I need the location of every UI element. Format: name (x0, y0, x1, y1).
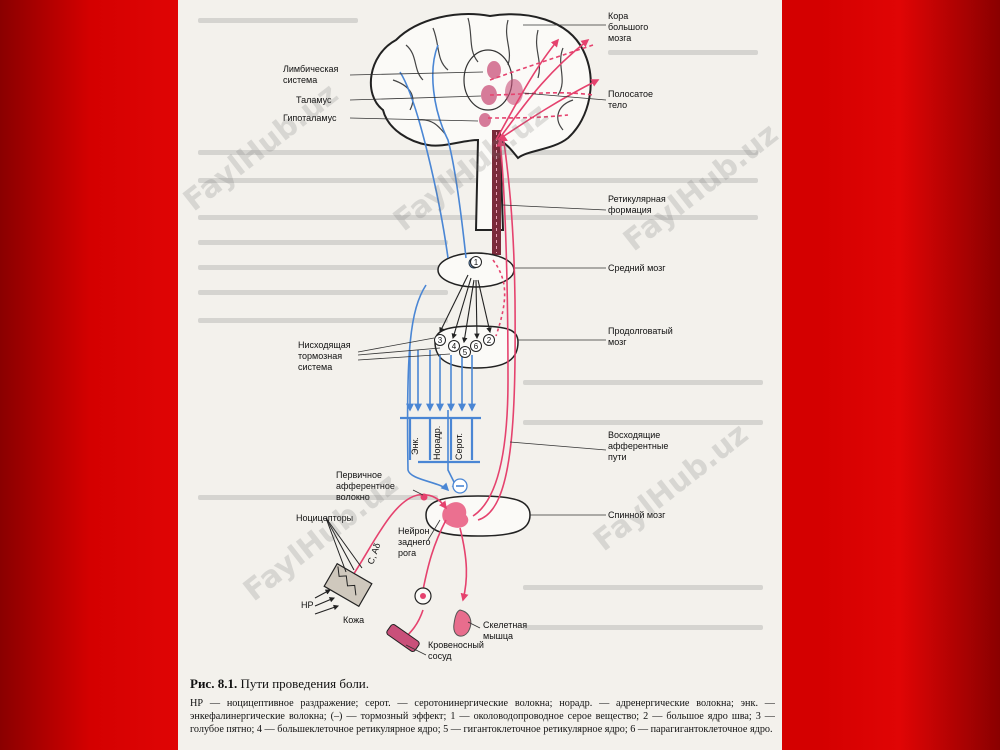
label-enkephalin-fibers: Энк. (410, 437, 420, 455)
label-fiber-types: C, Aδ (365, 542, 382, 566)
background-text-line (198, 265, 448, 270)
nucleus-number: 2 (487, 336, 492, 345)
blood-vessel-shape (386, 624, 420, 652)
nucleus-number: 3 (438, 336, 443, 345)
figure-title-text: Пути проведения боли. (240, 676, 370, 691)
background-text-line (198, 495, 438, 500)
figure-title: Рис. 8.1. Пути проведения боли. (190, 676, 775, 692)
striatum-structure (505, 79, 523, 105)
label-hp: НР (301, 600, 314, 610)
label-midbrain: Средний мозг (608, 263, 666, 273)
nucleus-number: 1 (474, 258, 479, 267)
hypothalamus-structure (479, 113, 491, 127)
figure-legend: НР — ноцицептивное раздражение; серот. —… (190, 698, 775, 735)
nucleus-number: 4 (452, 342, 457, 351)
skeletal-muscle-shape (453, 609, 472, 637)
background-text-line (523, 380, 763, 385)
thalamus-structure (481, 85, 497, 105)
background-text-line (523, 585, 763, 590)
label-noradrenergic-fibers: Норадр. (432, 426, 442, 460)
inhibitory-synapses (400, 416, 481, 464)
sympathetic-ganglion (414, 587, 432, 605)
background-text-line (198, 290, 448, 295)
label-nociceptors: Ноцицепторы (296, 513, 353, 523)
numbered-nuclei: 3 4 5 6 2 1 (434, 256, 495, 358)
nociceptor-leader-lines (325, 517, 363, 573)
figure-number: Рис. 8.1. (190, 676, 238, 691)
book-page: 3 4 5 6 2 1 (178, 0, 782, 750)
background-text-line (198, 18, 358, 23)
label-spinal-cord: Спинной мозг (608, 510, 666, 520)
background-text-line (198, 318, 448, 323)
pain-pathways-diagram: 3 4 5 6 2 1 (283, 11, 673, 661)
label-thalamus: Таламус (296, 95, 332, 105)
background-text-line (523, 625, 763, 630)
figure-caption: Рис. 8.1. Пути проведения боли. НР — ноц… (190, 676, 775, 736)
background-text-line (523, 420, 763, 425)
label-skin: Кожа (343, 615, 364, 625)
ascending-pathways (472, 38, 600, 521)
nucleus-number: 6 (474, 342, 479, 351)
limbic-structure (487, 61, 501, 79)
hp-stimulus-arrows (314, 589, 340, 615)
nucleus-number: 5 (463, 348, 468, 357)
background-text-line (608, 50, 758, 55)
background-text-line (198, 240, 448, 245)
label-hypothalamus: Гипоталамус (283, 113, 337, 123)
skin-patch (323, 562, 373, 608)
midbrain-to-medulla-connections (439, 274, 492, 344)
label-leader-lines (349, 24, 607, 656)
label-serotonergic-fibers: Серот. (454, 433, 464, 460)
brain-section (369, 13, 592, 231)
spinal-cord-section (425, 495, 531, 537)
afferent-neuron-body (420, 493, 428, 501)
